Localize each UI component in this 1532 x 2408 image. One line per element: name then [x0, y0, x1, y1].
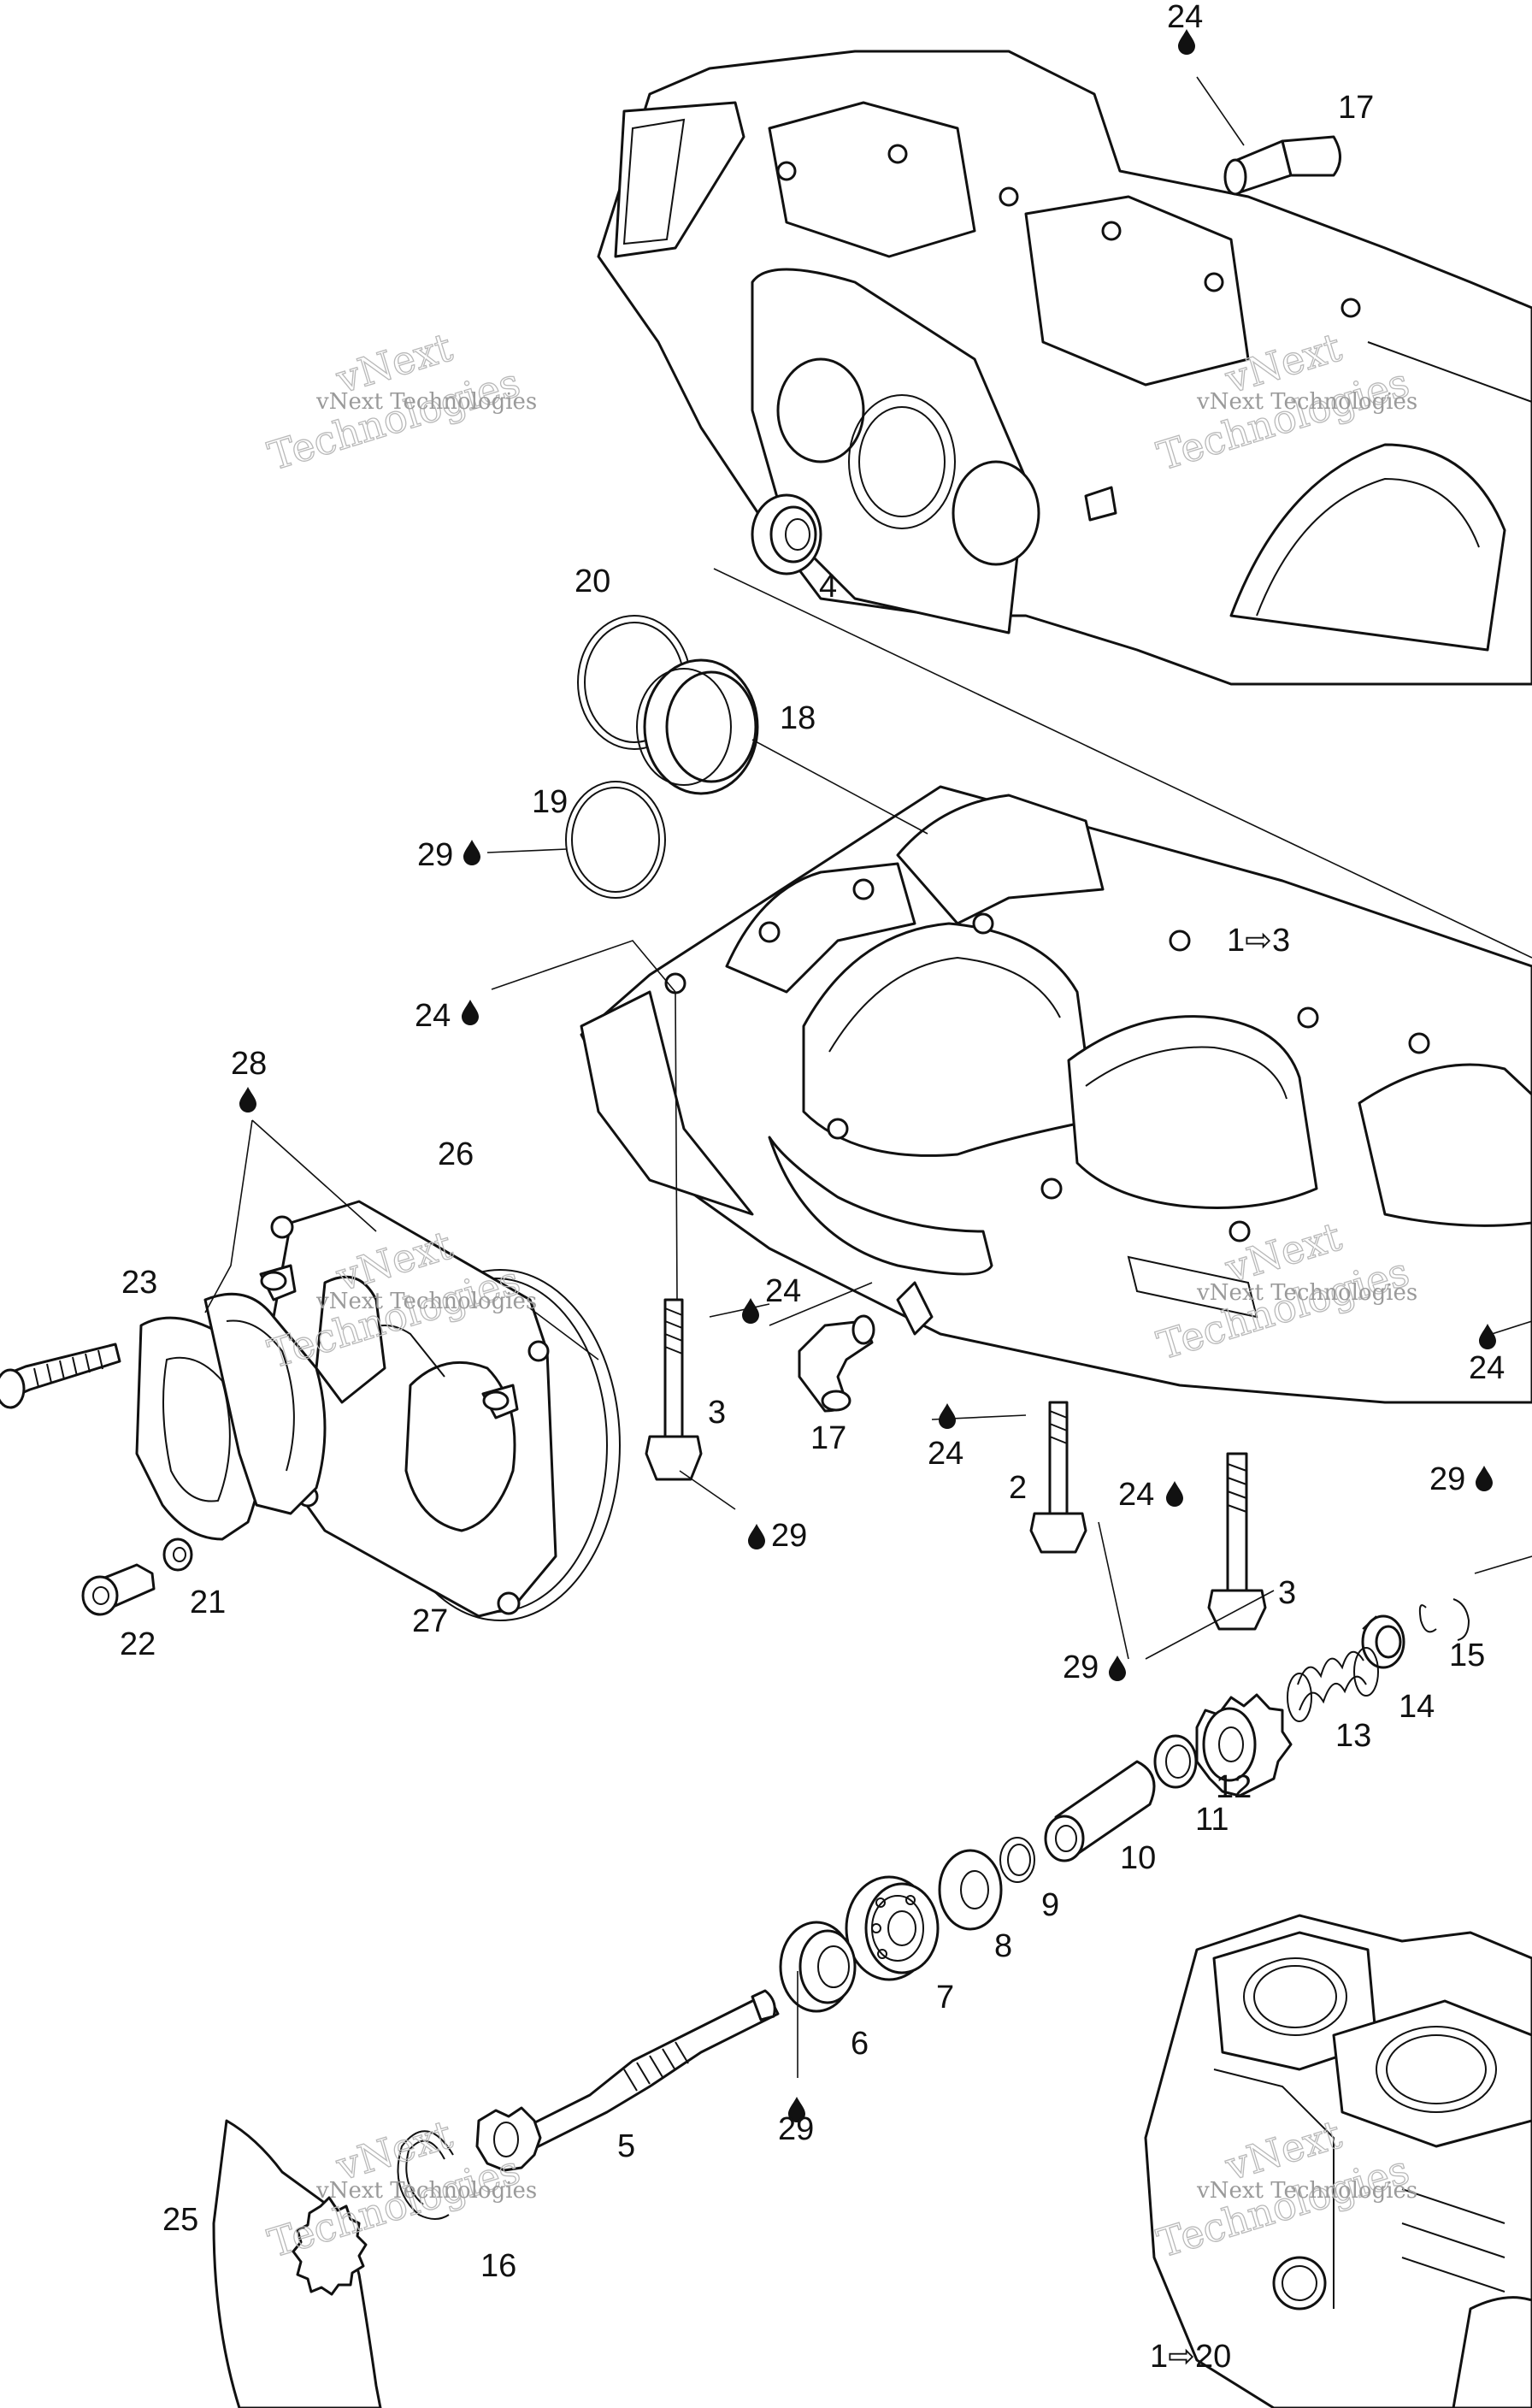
- callout-12: 12: [1216, 1769, 1252, 1805]
- svg-text:vNext Technologies: vNext Technologies: [1196, 2178, 1417, 2204]
- callout-27: 27: [412, 1603, 448, 1639]
- callout-11: 11: [1195, 1802, 1229, 1838]
- callout-3: 3: [708, 1395, 726, 1431]
- washer-14: [1361, 1614, 1405, 1669]
- disc-25: [212, 2119, 382, 2408]
- callout-23: 23: [121, 1265, 157, 1301]
- callout-29: 29: [1063, 1650, 1099, 1685]
- svg-text:vNext Technologies: vNext Technologies: [315, 2178, 537, 2204]
- callout-16: 16: [480, 2248, 516, 2284]
- callout-17: 17: [810, 1420, 846, 1456]
- fitting-28: [259, 1264, 519, 1419]
- seal-6: [779, 1921, 857, 2013]
- callout-19: 19: [532, 784, 568, 820]
- lubricant-drop-icon: [239, 1087, 256, 1113]
- lubricant-drop-icon: [742, 1298, 759, 1324]
- callout-13: 13: [1335, 1718, 1371, 1754]
- callout-17: 17: [1338, 90, 1374, 126]
- circlip-9: [999, 1837, 1035, 1883]
- callout-5: 5: [617, 2128, 635, 2164]
- callout-24: 24: [765, 1273, 801, 1309]
- callout-29: 29: [778, 2111, 814, 2147]
- bearing-7: [845, 1875, 940, 1981]
- lubricant-drop-icon: [463, 840, 480, 865]
- lubricant-drop-icon: [1178, 29, 1195, 55]
- lubricant-drop-icon: [1109, 1656, 1126, 1681]
- callout-10: 10: [1120, 1840, 1156, 1876]
- callout-25: 25: [162, 2202, 198, 2238]
- callout-2: 2: [1009, 1470, 1027, 1506]
- callout-29: 29: [1429, 1461, 1465, 1497]
- svg-text:vNext Technologies: vNext Technologies: [1196, 389, 1417, 415]
- svg-text:vNext Technologies: vNext Technologies: [315, 1289, 537, 1314]
- o-ring-19: [565, 781, 666, 899]
- callout-21: 21: [190, 1585, 226, 1620]
- gasket-23: [135, 1292, 327, 1541]
- gear-12: [1195, 1693, 1293, 1797]
- washer-8: [938, 1849, 1003, 1931]
- washer-21: [162, 1537, 193, 1572]
- callout-18: 18: [780, 700, 816, 736]
- retainer-15: [1418, 1598, 1470, 1641]
- sleeve-10: [1044, 1760, 1156, 1862]
- lubricant-drop-icon: [1479, 1324, 1496, 1349]
- callout-22: 22: [120, 1626, 156, 1662]
- lubricant-drop-icon: [462, 1000, 479, 1025]
- leader-lines: [204, 76, 1532, 2078]
- callout-7: 7: [936, 1980, 954, 2016]
- callout-24: 24: [415, 998, 451, 1034]
- lower-crankcase: [580, 785, 1532, 1404]
- lubricant-drop-icons: [239, 29, 1496, 2122]
- fitting-17-mid: [798, 1314, 875, 1413]
- spring-13: [1287, 1647, 1379, 1722]
- callout-6: 6: [851, 2026, 869, 2062]
- shaft-5: [475, 1989, 780, 2172]
- callout-15: 15: [1449, 1638, 1485, 1673]
- bolt-3-left: [645, 1298, 703, 1481]
- lubricant-drop-icon: [748, 1524, 765, 1549]
- fitting-17-top: [1223, 135, 1341, 196]
- callout-14: 14: [1399, 1689, 1435, 1725]
- callout-24: 24: [1469, 1350, 1505, 1386]
- lubricant-drop-icon: [939, 1403, 956, 1429]
- upper-crankcase: [597, 50, 1532, 686]
- seal-ring-18: [636, 658, 759, 795]
- seal-4: [751, 493, 822, 575]
- callout-8: 8: [994, 1928, 1012, 1964]
- watermark-top-left: vNext Technologies vNext Technologies: [262, 323, 538, 480]
- callout-4: 4: [819, 569, 837, 605]
- lubricant-drop-icon: [1166, 1481, 1183, 1507]
- lubricant-drop-icon: [788, 2097, 805, 2122]
- washer-11: [1153, 1734, 1198, 1789]
- engine-assembly: [1144, 1914, 1532, 2408]
- callout-24: 24: [928, 1436, 963, 1472]
- lubricant-drop-icon: [1476, 1466, 1493, 1491]
- callout-28: 28: [231, 1046, 267, 1082]
- callout-24: 24: [1118, 1477, 1154, 1513]
- callout-3: 3: [1278, 1575, 1296, 1611]
- cover-27: [270, 1200, 557, 1618]
- bolt-2: [1029, 1401, 1087, 1554]
- callout-1-to-20: 1⇨20: [1150, 2339, 1231, 2375]
- callout-24: 24: [1167, 0, 1203, 35]
- callout-26: 26: [438, 1136, 474, 1172]
- callout-labels: 24 17 4 20 18 19 29 1⇨3 24 28 26 23 24 1…: [120, 0, 1505, 2375]
- screw-left: [0, 1343, 121, 1409]
- svg-text:vNext Technologies: vNext Technologies: [315, 389, 537, 415]
- callout-1-to-3: 1⇨3: [1227, 923, 1290, 959]
- svg-text:vNext Technologies: vNext Technologies: [1196, 1280, 1417, 1306]
- callout-9: 9: [1041, 1887, 1059, 1923]
- circlip-16: [397, 2130, 454, 2220]
- callout-29: 29: [771, 1518, 807, 1554]
- bolt-3-right: [1207, 1452, 1267, 1631]
- screw-22: [81, 1563, 156, 1616]
- callout-20: 20: [574, 564, 610, 599]
- callout-29: 29: [417, 837, 453, 873]
